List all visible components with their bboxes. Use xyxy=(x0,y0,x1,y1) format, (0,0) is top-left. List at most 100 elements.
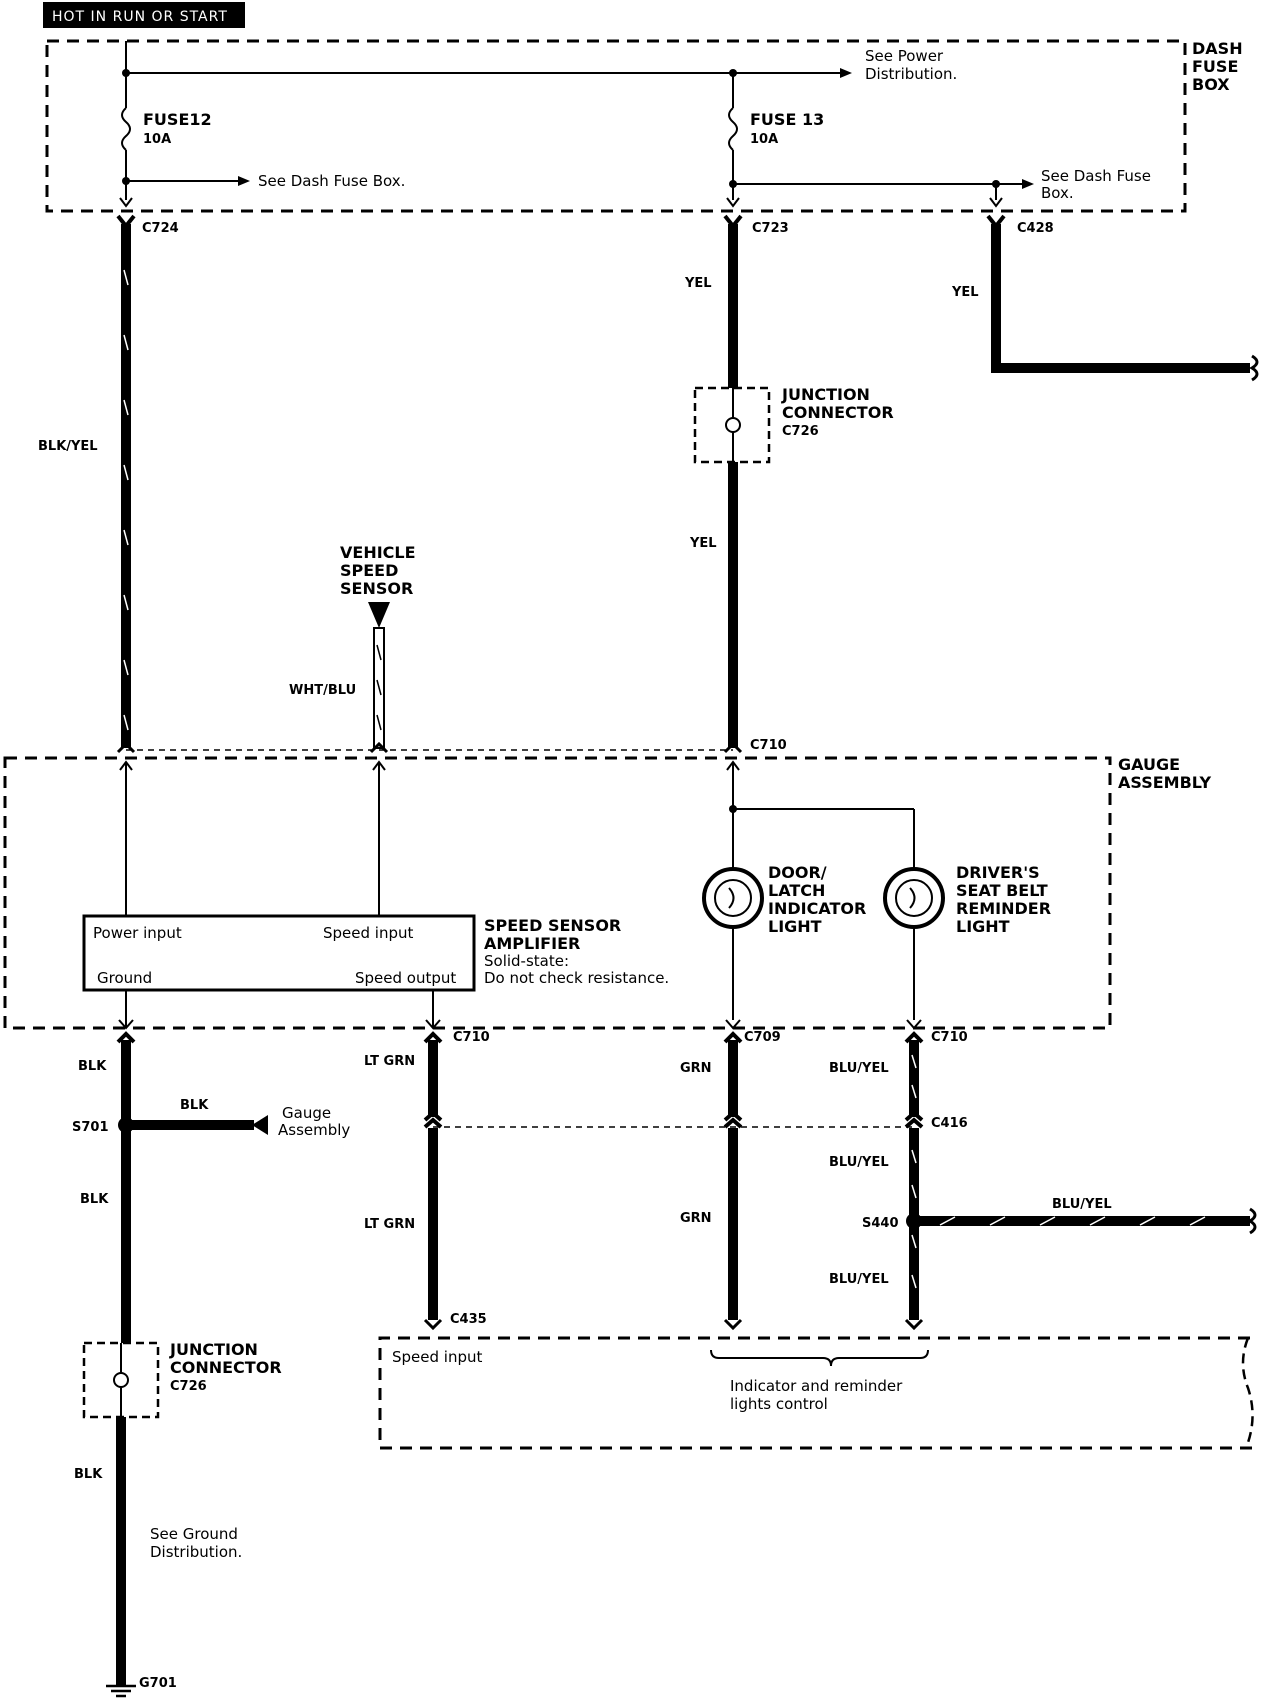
see-ground-line-1: See Ground xyxy=(150,1525,238,1543)
door-light-line-4: LIGHT xyxy=(768,917,822,936)
wire-label-grn-2: GRN xyxy=(680,1211,712,1226)
gauge-assembly: GAUGE ASSEMBLY xyxy=(3,755,1211,1030)
vss-line-3: SENSOR xyxy=(340,579,413,598)
control-indicator-line-1: Indicator and reminder xyxy=(730,1377,903,1395)
wire-label-lt-grn-1: LT GRN xyxy=(364,1054,415,1069)
wire-blk-yel xyxy=(121,224,131,748)
ground-g701: G701 xyxy=(139,1676,177,1691)
wire-label-yel-3: YEL xyxy=(951,285,979,300)
wire-label-blk-3: BLK xyxy=(80,1192,109,1207)
wire-blk-to-g701 xyxy=(116,1417,126,1685)
wire-grn-upper xyxy=(728,1040,738,1117)
fuse13-rating: 10A xyxy=(750,132,778,147)
see-dash-fuse-box-1: See Dash Fuse Box. xyxy=(258,172,405,190)
amp-power-input: Power input xyxy=(93,924,182,942)
header-label: HOT IN RUN OR START xyxy=(52,9,228,25)
wire-label-blu-yel-1: BLU/YEL xyxy=(829,1061,889,1076)
wire-label-grn-1: GRN xyxy=(680,1061,712,1076)
junction-top-line-2: CONNECTOR xyxy=(782,403,894,422)
wire-yel-c428 xyxy=(991,224,1250,373)
amp-title-2: AMPLIFIER xyxy=(484,934,580,953)
see-dash-fuse-box-2a: See Dash Fuse xyxy=(1041,167,1151,185)
see-power-line-2: Distribution. xyxy=(865,65,957,83)
fuse12-name: FUSE12 xyxy=(143,110,212,129)
amp-speed-input: Speed input xyxy=(323,924,413,942)
fuse-12: FUSE12 10A xyxy=(121,107,212,151)
arrow-icon xyxy=(1022,179,1034,189)
gauge-assembly-line-2: ASSEMBLY xyxy=(1118,773,1211,792)
dash-fuse-box-label-1: DASH xyxy=(1192,39,1243,58)
wire-label-blu-yel-3: BLU/YEL xyxy=(829,1272,889,1287)
wire-blu-yel-branch xyxy=(914,1216,1250,1226)
door-latch-indicator-light: DOOR/ LATCH INDICATOR LIGHT xyxy=(702,863,866,936)
seatbelt-line-3: REMINDER xyxy=(956,899,1051,918)
junction-bottom-code: C726 xyxy=(170,1379,207,1394)
gauge-ground-line-1: Gauge xyxy=(282,1104,331,1122)
see-ground-line-2: Distribution. xyxy=(150,1543,242,1561)
ground-arrow-icon xyxy=(252,1115,268,1135)
see-power-line-1: See Power xyxy=(865,47,944,65)
fuse-13: FUSE 13 10A xyxy=(728,107,824,151)
junction-top-code: C726 xyxy=(782,424,819,439)
junction-connector-c726-bottom: JUNCTION CONNECTOR C726 xyxy=(82,1340,282,1419)
wire-label-yel-2: YEL xyxy=(689,536,717,551)
wire-label-blk-2: BLK xyxy=(180,1098,209,1113)
splice-s440: S440 xyxy=(862,1216,899,1231)
connector-c710-b1: C710 xyxy=(453,1030,490,1045)
seatbelt-line-1: DRIVER'S xyxy=(956,863,1040,882)
wire-label-yel-1: YEL xyxy=(684,276,712,291)
connector-c724: C724 xyxy=(142,221,179,236)
control-indicator-line-2: lights control xyxy=(730,1395,828,1413)
fuse12-rating: 10A xyxy=(143,132,171,147)
junction-top-line-1: JUNCTION xyxy=(781,385,870,404)
hot-in-run-header: HOT IN RUN OR START xyxy=(43,2,245,28)
wire-lt-grn-upper xyxy=(428,1040,438,1117)
amp-note-2: Do not check resistance. xyxy=(484,969,669,987)
wire-label-blu-yel-2: BLU/YEL xyxy=(829,1155,889,1170)
wire-label-blu-yel-4: BLU/YEL xyxy=(1052,1197,1112,1212)
seat-belt-reminder-light: DRIVER'S SEAT BELT REMINDER LIGHT xyxy=(883,863,1051,936)
connector-c710-top: C710 xyxy=(750,738,787,753)
wire-label-blk-1: BLK xyxy=(78,1059,107,1074)
connector-c416: C416 xyxy=(931,1116,968,1131)
gauge-ground-line-2: Assembly xyxy=(278,1121,350,1139)
wire-label-lt-grn-2: LT GRN xyxy=(364,1217,415,1232)
amp-speed-output: Speed output xyxy=(355,969,456,987)
wire-blk-ground xyxy=(121,1040,131,1343)
dash-fuse-box-label-3: BOX xyxy=(1192,75,1230,94)
wire-label-blk-4: BLK xyxy=(74,1467,103,1482)
wire-label-wht-blu: WHT/BLU xyxy=(289,683,356,698)
wire-yel-upper xyxy=(728,224,738,388)
amp-title-1: SPEED SENSOR xyxy=(484,916,621,935)
connector-c435: C435 xyxy=(450,1312,487,1327)
wire-lt-grn-lower xyxy=(428,1128,438,1320)
control-speed-input: Speed input xyxy=(392,1348,482,1366)
connector-c709: C709 xyxy=(744,1030,781,1045)
speed-sensor-amplifier: Power input Speed input Ground Speed out… xyxy=(82,914,669,992)
connector-c723: C723 xyxy=(752,221,789,236)
junction-bottom-line-1: JUNCTION xyxy=(169,1340,258,1359)
junction-bottom-line-2: CONNECTOR xyxy=(170,1358,282,1377)
wire-label-blk-yel: BLK/YEL xyxy=(38,439,98,454)
connector-c428: C428 xyxy=(1017,221,1054,236)
vss-line-1: VEHICLE xyxy=(340,543,416,562)
door-light-line-3: INDICATOR xyxy=(768,899,866,918)
connector-c710-b2: C710 xyxy=(931,1030,968,1045)
control-unit: Speed input Indicator and reminder light… xyxy=(378,1336,1258,1450)
vehicle-speed-sensor-icon xyxy=(368,602,390,628)
arrow-icon xyxy=(238,176,250,186)
gauge-assembly-line-1: GAUGE xyxy=(1118,755,1180,774)
seatbelt-line-4: LIGHT xyxy=(956,917,1010,936)
ground-icon xyxy=(106,1684,136,1698)
dash-fuse-box-label-2: FUSE xyxy=(1192,57,1238,76)
dash-fuse-box: DASH FUSE BOX xyxy=(45,39,1243,213)
see-dash-fuse-box-2b: Box. xyxy=(1041,184,1074,202)
door-light-line-2: LATCH xyxy=(768,881,825,900)
fuse13-name: FUSE 13 xyxy=(750,110,824,129)
vss-line-2: SPEED xyxy=(340,561,398,580)
wire-blk-gauge-ground xyxy=(126,1120,254,1130)
wire-grn-lower xyxy=(728,1128,738,1320)
junction-connector-c726-top: JUNCTION CONNECTOR C726 xyxy=(693,385,894,464)
wire-blu-yel-upper xyxy=(909,1040,919,1117)
